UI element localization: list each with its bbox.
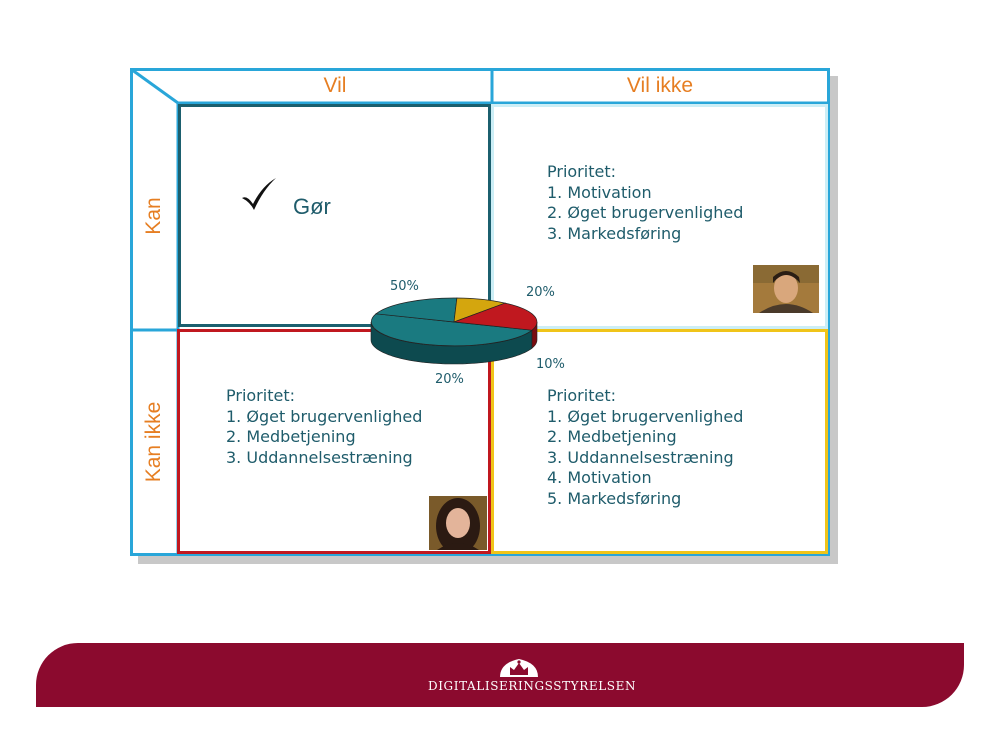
- list-item: 3. Markedsføring: [547, 224, 743, 245]
- crown-logo-icon: [498, 657, 540, 679]
- list-item: 1. Motivation: [547, 183, 743, 204]
- column-header-vil-ikke: Vil ikke: [492, 74, 828, 98]
- pie-chart: [362, 290, 552, 370]
- list-item: 2. Medbetjening: [226, 427, 422, 448]
- young-man-photo: [753, 265, 819, 313]
- list-item: 1. Øget brugervenlighed: [226, 407, 422, 428]
- priority-title: Prioritet:: [226, 386, 422, 407]
- quadrant-kan-vilikke-text: Prioritet: 1. Motivation 2. Øget brugerv…: [547, 162, 743, 244]
- row-header-kan-ikke: Kan ikke: [142, 382, 166, 502]
- priority-title: Prioritet:: [547, 162, 743, 183]
- quadrant-kanikke-vilikke-text: Prioritet: 1. Øget brugervenlighed 2. Me…: [547, 386, 743, 509]
- pie-label-50: 50%: [390, 279, 419, 294]
- corner-diagonal: [132, 70, 179, 104]
- list-item: 3. Uddannelsestræning: [547, 448, 743, 469]
- woman-photo: [429, 496, 487, 550]
- list-item: 3. Uddannelsestræning: [226, 448, 422, 469]
- pie-label-20-right: 20%: [526, 285, 555, 300]
- list-item: 5. Markedsføring: [547, 489, 743, 510]
- list-item: 2. Øget brugervenlighed: [547, 203, 743, 224]
- list-item: 1. Øget brugervenlighed: [547, 407, 743, 428]
- row-header-kan: Kan: [142, 156, 166, 276]
- column-header-vil: Vil: [178, 74, 492, 98]
- pie-label-10: 10%: [536, 357, 565, 372]
- gor-label: Gør: [293, 194, 331, 220]
- list-item: 2. Medbetjening: [547, 427, 743, 448]
- org-name: DIGITALISERINGSSTYRELSEN: [428, 679, 608, 693]
- priority-title: Prioritet:: [547, 386, 743, 407]
- list-item: 4. Motivation: [547, 468, 743, 489]
- checkmark-icon: [240, 176, 280, 216]
- pie-label-20-bottom: 20%: [435, 372, 464, 387]
- quadrant-kanikke-vil-text: Prioritet: 1. Øget brugervenlighed 2. Me…: [226, 386, 422, 468]
